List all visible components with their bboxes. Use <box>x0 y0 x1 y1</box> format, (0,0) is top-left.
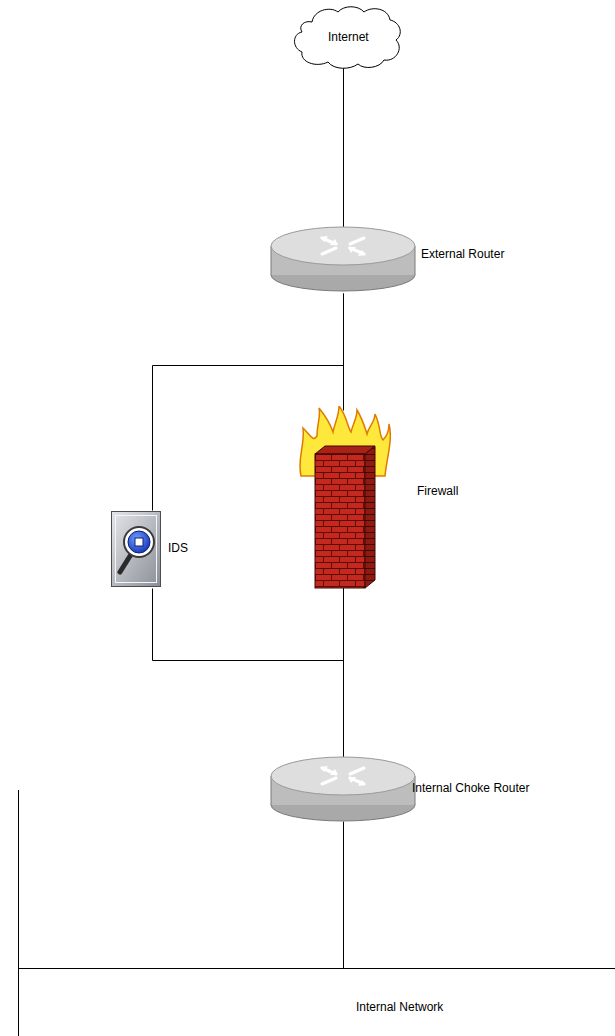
node-label: External Router <box>421 247 504 261</box>
network-link <box>153 589 344 760</box>
node-label: Internet <box>328 30 369 44</box>
router-icon <box>270 755 416 823</box>
firewall-icon <box>295 406 391 590</box>
node-label: IDS <box>168 541 188 555</box>
node-label: Internal Choke Router <box>412 781 529 795</box>
bus-line <box>18 790 19 1036</box>
network-link <box>343 65 344 230</box>
router-icon <box>270 225 416 293</box>
ids-icon <box>110 510 162 588</box>
router-node: Internal Choke Router <box>270 755 416 823</box>
cloud-node: Internet <box>292 4 404 70</box>
network-link <box>343 822 344 969</box>
network-link <box>343 583 344 760</box>
network-bus: Internal Network <box>18 968 615 1036</box>
router-node: External Router <box>270 225 416 293</box>
node-label: Firewall <box>417 484 458 498</box>
ids-node: IDS <box>110 510 162 588</box>
node-label: Internal Network <box>356 1000 443 1014</box>
firewall-node: Firewall <box>295 406 391 590</box>
